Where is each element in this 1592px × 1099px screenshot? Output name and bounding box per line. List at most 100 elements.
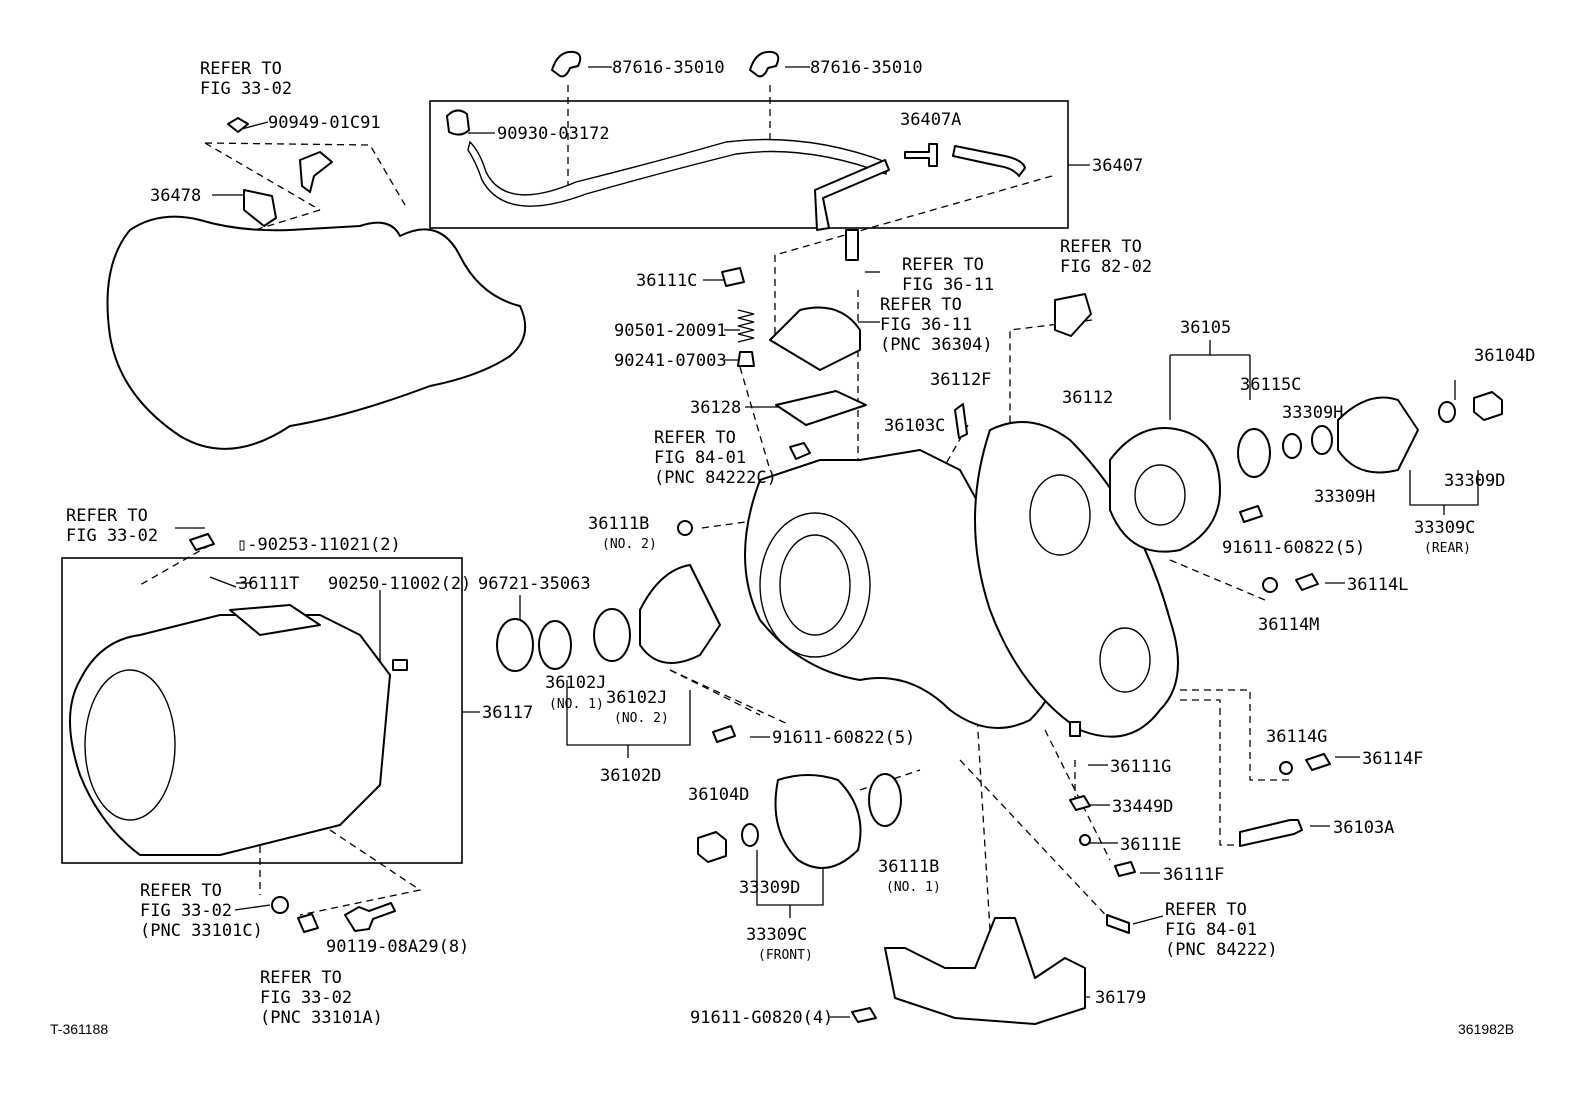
reference-note: (PNC 33101C) (140, 921, 263, 941)
reference-note: REFER TO (1060, 237, 1142, 257)
part-number-label: 36111T (238, 574, 299, 594)
position-note: (FRONT) (758, 948, 813, 963)
part-number-label: 90930-03172 (497, 124, 610, 144)
long-bolt-icon (1239, 819, 1303, 847)
diagram-id-left: T-361188 (50, 1021, 108, 1037)
bolt-icon (851, 1007, 877, 1023)
reference-note: REFER TO (260, 968, 342, 988)
part-number-label: 36112 (1062, 388, 1113, 408)
part-number-label: 36103C (884, 416, 945, 436)
hose-clip-icon (551, 50, 582, 78)
drain-plug-icon (297, 913, 319, 933)
reference-note: FIG 33-02 (140, 901, 232, 921)
bearing-icon (538, 620, 572, 670)
plug-icon (1079, 834, 1091, 846)
part-number-label: 36117 (482, 703, 533, 723)
part-number-label: 36105 (1180, 318, 1231, 338)
oil-seal-icon (868, 773, 902, 827)
part-number-label: 91611-60822(5) (772, 728, 915, 748)
bolt-icon (712, 725, 736, 743)
part-number-label: 36407A (900, 110, 961, 130)
reference-note: REFER TO (1165, 900, 1247, 920)
part-number-label: 91611-G0820(4) (690, 1008, 833, 1028)
part-number-label: 90501-20091 (614, 321, 727, 341)
reference-note: REFER TO (902, 255, 984, 275)
part-number-label: 33309H (1282, 403, 1343, 423)
reference-note: (PNC 84222C) (654, 468, 777, 488)
part-number-label: 36111C (636, 271, 697, 291)
nut-icon (1473, 391, 1503, 421)
breather-hose-icon (446, 109, 1026, 231)
part-number-label: 33309D (1444, 471, 1505, 491)
front-flange-icon (774, 774, 862, 869)
washer-icon (1262, 577, 1278, 593)
dowel-icon (392, 659, 408, 671)
part-number-label: 91611-60822(5) (1222, 538, 1365, 558)
part-number-label: 87616-35010 (810, 58, 923, 78)
transmission-group-box (61, 557, 463, 864)
reference-note: REFER TO (654, 428, 736, 448)
part-number-label: 36111B (878, 857, 939, 877)
part-number-label: 36407 (1092, 156, 1143, 176)
reference-note: FIG 33-02 (200, 79, 292, 99)
position-note: (REAR) (1424, 541, 1471, 556)
reference-note: REFER TO (880, 295, 962, 315)
bolt-icon (189, 533, 215, 551)
part-number-label: 36179 (1095, 988, 1146, 1008)
part-number-label: 36104D (688, 785, 749, 805)
flange-icon (1337, 396, 1419, 474)
reference-note: REFER TO (66, 506, 148, 526)
part-number-label: 36102J (545, 673, 606, 693)
reference-note: FIG 33-02 (66, 526, 158, 546)
part-number-label: 33309C (746, 925, 807, 945)
part-number-label: 33309D (739, 878, 800, 898)
reference-note: (PNC 36304) (880, 335, 993, 355)
position-note: (NO. 1) (886, 880, 941, 895)
bracket-icon (227, 117, 333, 227)
part-number-label: 36115C (1240, 375, 1301, 395)
part-number-label: 96721-35063 (478, 574, 591, 594)
part-number-label: 36103A (1333, 818, 1394, 838)
part-number-label: 36102D (600, 766, 661, 786)
front-cover-icon (639, 564, 721, 664)
reference-note: (PNC 84222) (1165, 940, 1278, 960)
reference-note: FIG 33-02 (260, 988, 352, 1008)
oil-seal-icon (496, 618, 534, 672)
part-number-label: 36114M (1258, 615, 1319, 635)
hose-clip-icon (749, 50, 780, 78)
bearing-icon (1237, 428, 1271, 478)
part-number-label: 36114G (1266, 727, 1327, 747)
part-number-label: ▯-90253-11021(2) (237, 535, 401, 555)
pin-icon (209, 576, 237, 588)
bearing-icon (593, 608, 631, 662)
reference-note: FIG 84-01 (654, 448, 746, 468)
washer-icon (1282, 433, 1302, 459)
sensor-icon (1106, 914, 1130, 934)
part-number-label: 87616-35010 (612, 58, 725, 78)
part-number-label: 36111B (588, 514, 649, 534)
position-note: (NO. 1) (549, 697, 604, 712)
parts (69, 50, 1503, 1025)
part-number-label: 36111G (1110, 757, 1171, 777)
transmission-housing-icon (106, 215, 527, 450)
reference-note: REFER TO (140, 881, 222, 901)
part-number-label: 33449D (1112, 797, 1173, 817)
transmission-case-icon (69, 614, 391, 856)
washer-icon (1279, 761, 1293, 775)
washer-icon (1438, 401, 1456, 423)
part-number-label: 36111F (1163, 865, 1224, 885)
part-number-label: 36104D (1474, 346, 1535, 366)
part-number-label: 33309H (1314, 487, 1375, 507)
part-number-label: 90119-08A29(8) (326, 937, 469, 957)
part-number-label: 36102J (606, 688, 667, 708)
part-number-label: 36114F (1362, 749, 1423, 769)
reference-note: (PNC 33101A) (260, 1008, 383, 1028)
part-number-label: 36478 (150, 186, 201, 206)
part-number-label: 36112F (930, 370, 991, 390)
part-number-label: 90241-07003 (614, 351, 727, 371)
plug-icon (677, 520, 693, 536)
rear-case-cover-icon (974, 421, 1179, 738)
reference-note: FIG 36-11 (880, 315, 972, 335)
extension-housing-icon (1109, 427, 1221, 553)
reference-note: FIG 36-11 (902, 275, 994, 295)
